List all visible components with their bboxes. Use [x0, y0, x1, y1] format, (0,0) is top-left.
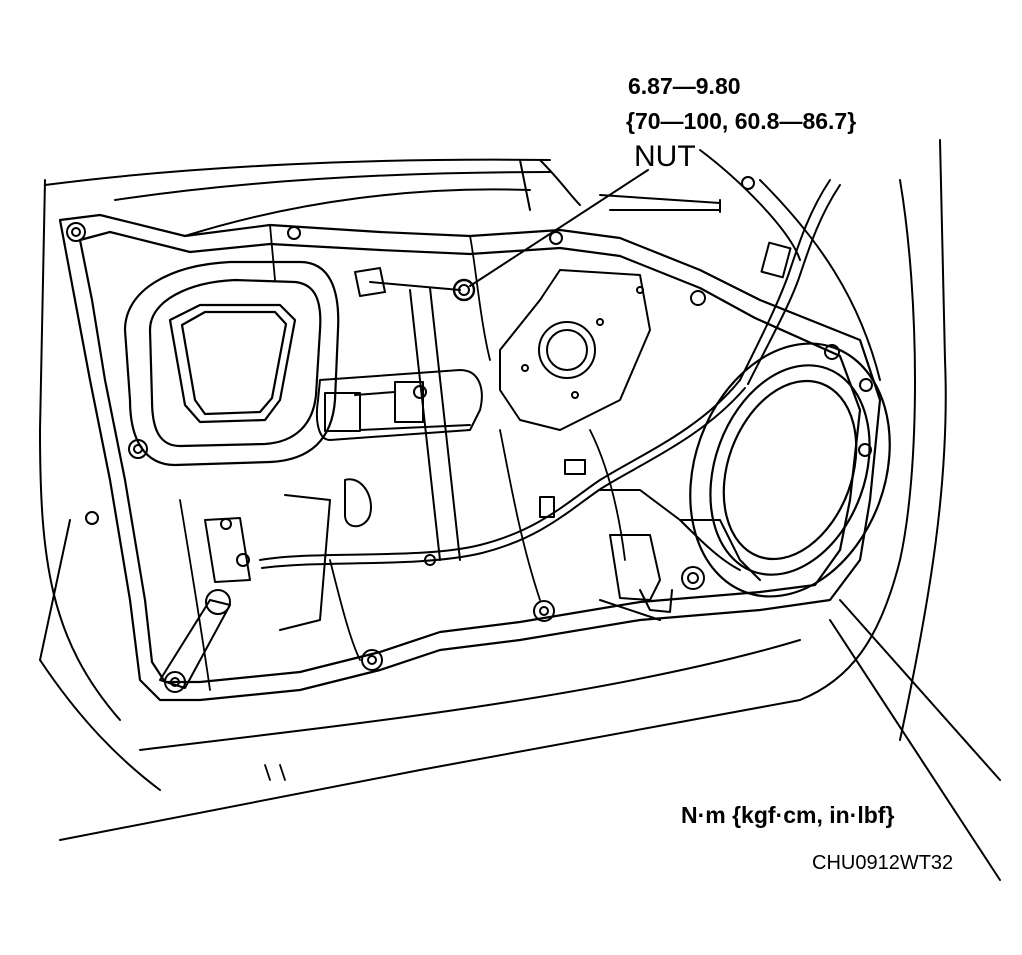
upper-left-opening — [123, 260, 340, 467]
latch-area — [599, 534, 705, 621]
door-outer-shell — [39, 139, 1001, 881]
torque-range-nm: 6.87—9.80 — [628, 73, 741, 99]
lower-left-components — [159, 478, 372, 693]
units-legend: N·m {kgf·cm, in·lbf} — [681, 802, 895, 828]
trim-lines — [179, 224, 626, 781]
nut-callout — [452, 169, 649, 302]
mounting-holes — [66, 176, 873, 671]
figure-code: CHU0912WT32 — [812, 852, 954, 874]
inner-panel — [58, 213, 882, 702]
speaker-bracket — [499, 269, 651, 431]
handle-opening — [315, 369, 483, 441]
regulator-rails — [354, 267, 461, 561]
wire-harness — [259, 179, 841, 581]
window-frame-lines — [44, 149, 881, 381]
nut-label: NUT — [634, 140, 696, 173]
torque-range-kgfcm-inlbf: {70—100, 60.8—86.7} — [626, 108, 857, 134]
nut-icon — [452, 278, 476, 302]
speaker-ring — [689, 342, 891, 598]
